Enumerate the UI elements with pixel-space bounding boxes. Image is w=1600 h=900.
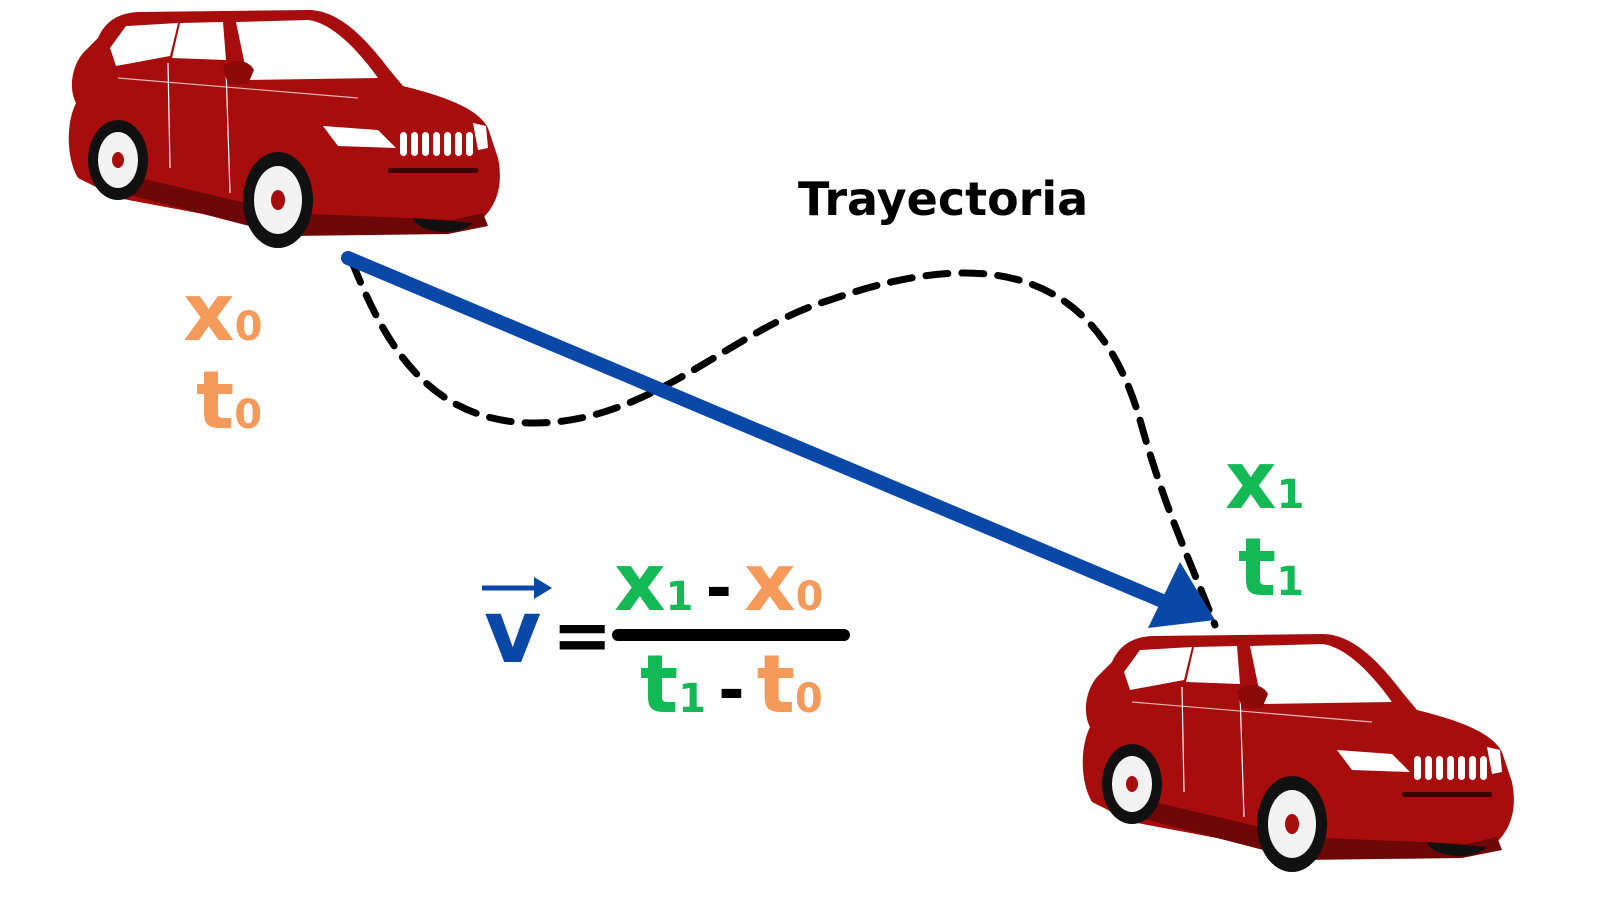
formula-denominator: t1-t0 xyxy=(640,638,823,731)
formula-numerator: x1-x0 xyxy=(614,536,823,629)
equals-sign: = xyxy=(552,593,612,677)
vector-arrow-icon xyxy=(341,251,1215,628)
end-time-label: t1 xyxy=(1238,521,1304,614)
trajectory-title: Trayectoria xyxy=(798,172,1088,226)
velocity-formula: v = x1-x0 t1-t0 xyxy=(482,536,850,731)
vector-overline-icon xyxy=(482,577,552,599)
velocity-symbol: v xyxy=(484,580,541,683)
fraction-bar xyxy=(612,629,850,641)
start-time-label: t0 xyxy=(196,354,262,447)
start-position-label: x0 xyxy=(183,266,262,359)
end-position-label: x1 xyxy=(1225,434,1304,527)
car-icon-end xyxy=(1082,633,1515,873)
car-icon-start xyxy=(68,9,501,249)
trajectory-path xyxy=(348,258,1219,629)
